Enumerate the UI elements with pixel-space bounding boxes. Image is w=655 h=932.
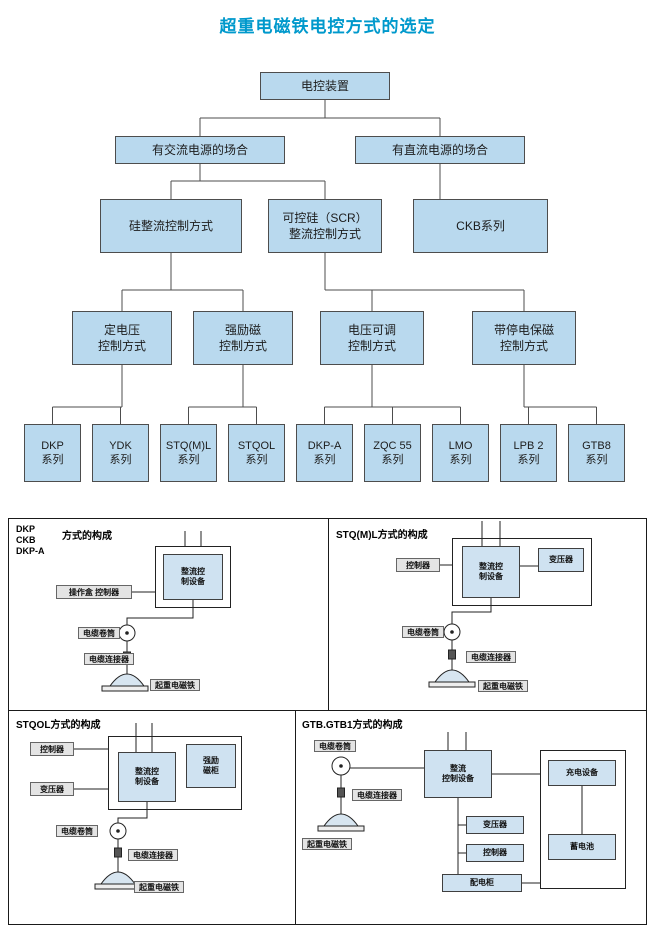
controller-box: 控制器 <box>466 844 524 862</box>
node-series-lpb2: LPB 2 系列 <box>500 424 557 482</box>
lifting-magnet-label: 起重电磁铁 <box>478 680 528 692</box>
controller-label: 控制器 <box>30 742 74 756</box>
battery-box: 蓄电池 <box>548 834 616 860</box>
transformer-label: 变压器 <box>30 782 74 796</box>
panel-grid <box>8 518 647 925</box>
node-series-dkp: DKP 系列 <box>24 424 81 482</box>
node-series-gtb8: GTB8 系列 <box>568 424 625 482</box>
node-series-zqc55: ZQC 55 系列 <box>364 424 421 482</box>
distribution-cabinet-box: 配电柜 <box>442 874 522 892</box>
node-power-off-hold-control: 带停电保磁 控制方式 <box>472 311 576 365</box>
electromagnet-icon <box>428 669 476 688</box>
cable-drum-label: 电缆卷筒 <box>402 626 444 638</box>
node-dc-power-case: 有直流电源的场合 <box>355 136 525 164</box>
p3-equipment-frame <box>108 736 242 810</box>
p4-battery-frame <box>540 750 626 889</box>
cable-connector-icon <box>448 649 456 660</box>
rectifier-control-equipment: 整流控 制设备 <box>118 752 176 802</box>
excitation-cabinet-box: 强励 磁柜 <box>186 744 236 788</box>
cable-connector-icon <box>114 847 122 858</box>
transformer-box: 变压器 <box>538 548 584 572</box>
lifting-magnet-label: 起重电磁铁 <box>134 881 184 893</box>
panel2-title: STQ(M)L方式的构成 <box>336 530 428 541</box>
node-control-device: 电控装置 <box>260 72 390 100</box>
node-series-ydk: YDK 系列 <box>92 424 149 482</box>
node-series-stqol: STQOL 系列 <box>228 424 285 482</box>
panel1-series-list: DKP CKB DKP-A <box>16 524 45 556</box>
p1-wiring <box>101 531 231 692</box>
cable-connector-label: 电缆连接器 <box>466 651 516 663</box>
cable-drum-label: 电缆卷筒 <box>78 627 120 639</box>
electromagnet-icon <box>101 673 149 692</box>
node-adjustable-voltage-control: 电压可调 控制方式 <box>320 311 424 365</box>
cable-connector-icon <box>337 787 345 798</box>
cable-drum-icon <box>118 624 136 642</box>
node-series-dkpa: DKP-A 系列 <box>296 424 353 482</box>
lifting-magnet-label: 起重电磁铁 <box>150 679 200 691</box>
cable-connector-label: 电缆连接器 <box>128 849 178 861</box>
p2-equipment-frame <box>452 538 592 606</box>
rectifier-control-equipment: 整流 控制设备 <box>424 750 492 798</box>
rectifier-control-equipment: 整流控 制设备 <box>462 546 520 598</box>
p4-wiring <box>317 732 626 889</box>
node-silicon-rectifier-control: 硅整流控制方式 <box>100 199 242 253</box>
flowchart-connector-lines <box>52 100 597 424</box>
panel3-title: STQOL方式的构成 <box>16 720 101 731</box>
node-strong-excitation-control: 强励磁 控制方式 <box>193 311 293 365</box>
controller-label: 控制器 <box>396 558 440 572</box>
cable-drum-label: 电缆卷筒 <box>314 740 356 752</box>
page-title: 超重电磁铁电控方式的选定 <box>219 17 436 36</box>
lifting-magnet-label: 起重电磁铁 <box>302 838 352 850</box>
node-series-stqml: STQ(M)L 系列 <box>160 424 217 482</box>
operator-box-controller-label: 操作盒 控制器 <box>56 585 132 599</box>
cable-connector-label: 电缆连接器 <box>84 653 134 665</box>
p3-wiring <box>74 723 242 890</box>
cable-drum-icon <box>331 756 351 776</box>
node-series-lmo: LMO 系列 <box>432 424 489 482</box>
electromagnet-icon <box>94 871 142 890</box>
panel4-title: GTB.GTB1方式的构成 <box>302 720 403 731</box>
node-ckb-series: CKB系列 <box>413 199 548 253</box>
cable-connector-label: 电缆连接器 <box>352 789 402 801</box>
charging-equipment-box: 充电设备 <box>548 760 616 786</box>
rectifier-control-equipment: 整流控 制设备 <box>163 554 223 600</box>
cable-drum-icon <box>109 822 127 840</box>
node-ac-power-case: 有交流电源的场合 <box>115 136 285 164</box>
p2-wiring <box>428 521 592 688</box>
electromagnet-icon <box>317 813 365 832</box>
cable-drum-label: 电缆卷筒 <box>56 825 98 837</box>
node-constant-voltage-control: 定电压 控制方式 <box>72 311 172 365</box>
panel1-title: 方式的构成 <box>62 531 112 542</box>
transformer-box: 变压器 <box>466 816 524 834</box>
node-scr-rectifier-control: 可控硅（SCR） 整流控制方式 <box>268 199 382 253</box>
cable-drum-icon <box>443 623 461 641</box>
